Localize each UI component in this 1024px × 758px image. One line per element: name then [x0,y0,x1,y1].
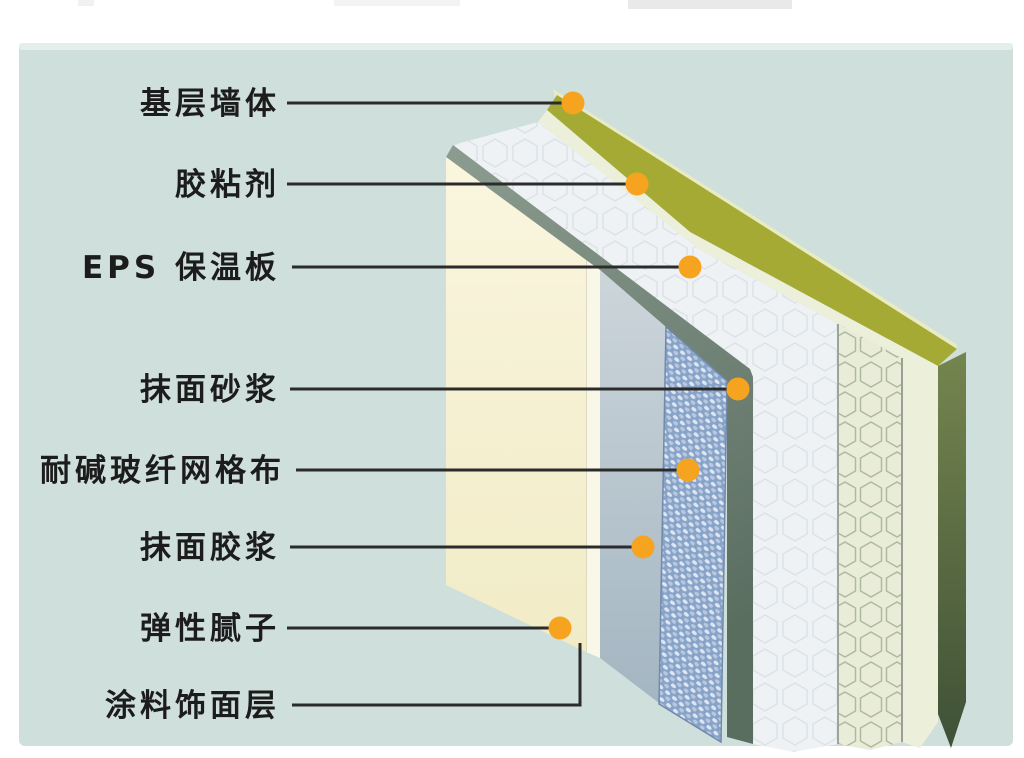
callouts: 基层墙体 胶粘剂 EPS 保温板 抹面砂浆 耐碱玻纤网格布 抹面胶浆 [40,86,750,724]
paint-finish-panel [446,157,586,652]
layer-label: 抹面胶浆 [140,530,280,566]
layer-label: 胶粘剂 [175,167,280,203]
diagram-panel-top-highlight [19,43,1013,50]
top-edge-artifact [628,0,792,9]
callout-dot [631,535,655,559]
render-paste-panel [600,270,666,703]
layer-label: 基层墙体 [140,86,280,122]
base-wall-side-face [938,352,966,748]
callout-render-mortar: 抹面砂浆 [140,372,750,408]
callout-base-wall: 基层墙体 [140,86,585,122]
eps-board-face [453,122,838,752]
adhesive-top-strip [538,110,938,381]
eps-bead-side-face [838,324,902,750]
callout-elastic-putty: 弹性腻子 [140,611,572,647]
render-mortar-layer [446,145,753,744]
callout-fiberglass-mesh: 耐碱玻纤网格布 [40,453,700,489]
callout-render-paste: 抹面胶浆 [140,530,655,566]
callout-eps-board: EPS 保温板 [82,250,702,286]
callout-dot [561,91,585,115]
layer-label: 涂料饰面层 [105,688,280,724]
fiberglass-mesh-panel [658,325,728,744]
callout-dot [676,458,700,482]
layer-label: EPS 保温板 [82,250,280,286]
callout-dot [625,172,649,196]
callout-dot [548,616,572,640]
elastic-putty-strip [586,260,600,658]
callout-dot [678,255,702,279]
callout-dot [726,377,750,401]
adhesive-front-strip [902,358,938,748]
top-edge-artifact [334,0,460,6]
layer-label: 抹面砂浆 [140,372,280,408]
leader-line-elbow [292,643,582,707]
callout-adhesive: 胶粘剂 [175,167,649,203]
top-edge-artifact [78,0,94,6]
wall-illustration [446,89,966,752]
callout-paint-finish: 涂料饰面层 [105,643,582,724]
layer-label: 耐碱玻纤网格布 [40,453,285,489]
layer-label: 弹性腻子 [140,611,280,647]
base-wall-top-face [547,95,957,366]
